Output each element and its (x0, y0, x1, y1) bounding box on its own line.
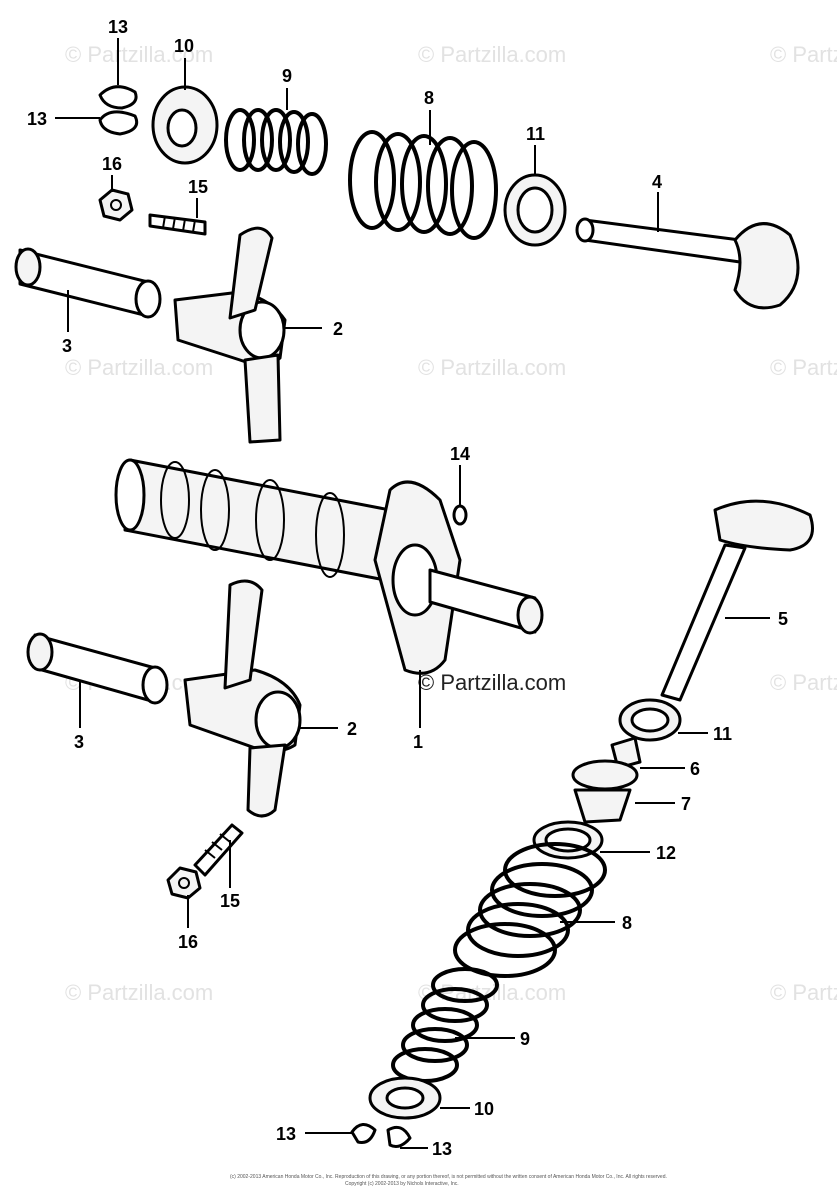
callout-9: 9 (282, 66, 292, 86)
exhaust-valve[interactable] (660, 499, 814, 702)
callout-3: 3 (74, 732, 84, 752)
callout-15: 15 (188, 177, 208, 197)
inner-spring-top[interactable] (224, 108, 328, 176)
callout-2: 2 (333, 319, 343, 339)
callout-12: 12 (656, 843, 676, 863)
callout-13: 13 (108, 17, 128, 37)
intake-valve[interactable] (575, 217, 800, 310)
callout-7: 7 (681, 794, 691, 814)
callout-1: 1 (413, 732, 423, 752)
watermark-center: © Partzilla.com (418, 670, 566, 695)
spring-seat-lower[interactable] (618, 698, 682, 742)
callout-16: 16 (102, 154, 122, 174)
watermark: © Partz (770, 42, 837, 67)
copyright-text: (c) 2002-2013 American Honda Motor Co., … (230, 1174, 667, 1180)
adjust-screw-lower[interactable] (193, 823, 244, 877)
watermark: © Partzilla.com (65, 980, 213, 1005)
spring-seat-top[interactable] (503, 173, 567, 247)
watermarks: © Partzilla.com © Partzilla.com © Partz … (65, 42, 837, 1005)
callout-8: 8 (424, 88, 434, 108)
rocker-arm-shaft-lower[interactable] (26, 632, 169, 705)
leader-lines (55, 38, 770, 1149)
o-ring[interactable] (452, 504, 468, 526)
callout-14: 14 (450, 444, 470, 464)
adjust-screw-top[interactable] (148, 213, 207, 236)
watermark: © Partzilla.com (65, 42, 213, 67)
valve-cotter-top[interactable] (98, 85, 139, 136)
watermark: © Partzilla.com (65, 355, 213, 380)
callout-4: 4 (652, 172, 662, 192)
callout-8: 8 (622, 913, 632, 933)
spring-retainer-top[interactable] (151, 85, 219, 165)
lock-nut-top[interactable] (98, 188, 134, 222)
callout-13: 13 (432, 1139, 452, 1159)
callout-5: 5 (778, 609, 788, 629)
callout-16: 16 (178, 932, 198, 952)
callout-10: 10 (474, 1099, 494, 1119)
callout-6: 6 (690, 759, 700, 779)
callout-3: 3 (62, 336, 72, 356)
callout-13: 13 (27, 109, 47, 129)
callout-11: 11 (713, 724, 732, 744)
callout-10: 10 (174, 36, 194, 56)
outer-spring-top[interactable] (348, 130, 498, 240)
rocker-arm-lower[interactable] (183, 579, 302, 818)
footer: (c) 2002-2013 American Honda Motor Co., … (230, 1174, 667, 1187)
callout-9: 9 (520, 1029, 530, 1049)
watermark: © Partzilla.com (418, 355, 566, 380)
callout-15: 15 (220, 891, 240, 911)
rocker-arm-top[interactable] (173, 226, 287, 444)
callout-13: 13 (276, 1124, 296, 1144)
callout-labels: 13 13 10 9 8 11 4 16 15 3 2 14 5 3 2 1 1… (27, 17, 788, 1159)
callout-11: 11 (526, 124, 545, 144)
callout-2: 2 (347, 719, 357, 739)
outer-spring-lower[interactable] (453, 842, 607, 978)
inner-spring-lower[interactable] (391, 967, 499, 1083)
watermark: © Partz (770, 355, 837, 380)
valve-guide[interactable] (571, 759, 639, 824)
spring-retainer-lower[interactable] (368, 1076, 442, 1120)
copyright-text: Copyright (c) 2002-2013 by Nichols Inter… (345, 1181, 459, 1187)
watermark: © Partz (770, 980, 837, 1005)
lock-nut-lower[interactable] (166, 866, 202, 900)
camshaft[interactable] (114, 458, 544, 675)
valve-cotter-lower[interactable] (350, 1123, 412, 1148)
watermark: © Partzilla.com (418, 42, 566, 67)
rocker-arm-shaft-top[interactable] (14, 247, 162, 319)
watermark: © Partz (770, 670, 837, 695)
